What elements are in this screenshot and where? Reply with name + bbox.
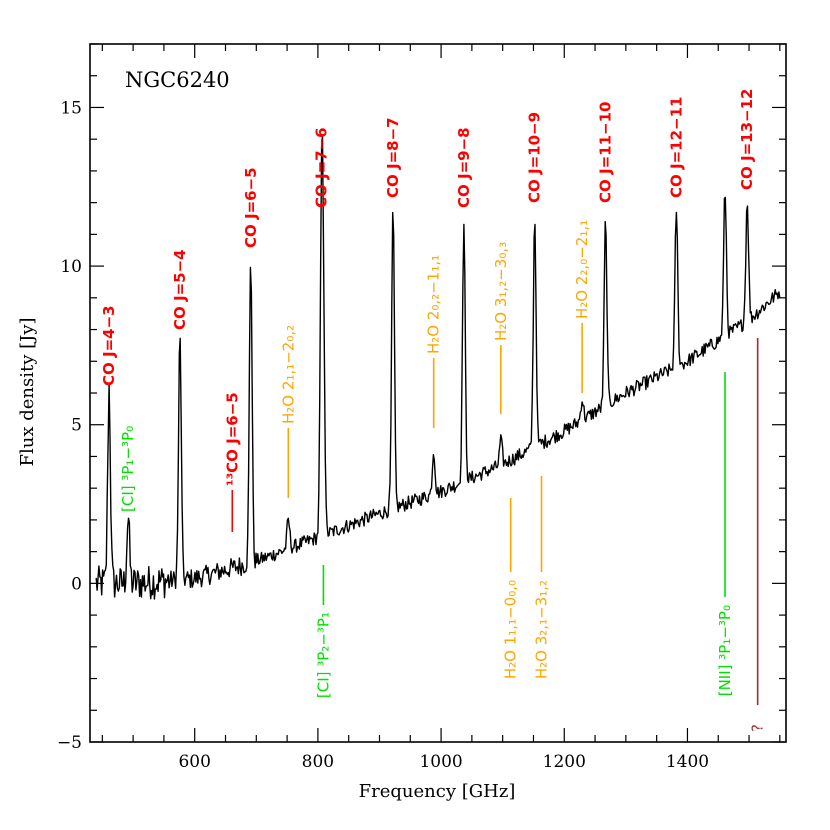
line-label-h2o_1113: H₂O 1₁,₁−0₀,₀ (502, 580, 520, 679)
line-labels: CO J=4−3 [CI] ³P₁−³P₀ CO J=5−4 ¹³CO J=6−5 CO… (100, 89, 767, 732)
line-label-co87: CO J=8−7 (384, 117, 402, 198)
line-label-co98: CO J=9−8 (455, 127, 473, 208)
line-label-h2o_1163: H₂O 3₂,₁−3₁,₂ (533, 580, 551, 679)
line-label-co1211: CO J=12−11 (667, 97, 685, 198)
x-tick-label: 1200 (543, 752, 586, 772)
line-label-co43: CO J=4−3 (100, 305, 118, 386)
y-tick-label: 10 (60, 257, 82, 277)
line-label-co54: CO J=5−4 (171, 249, 189, 330)
line-label-ci21: [CI] ³P₂−³P₁ (314, 612, 332, 698)
line-label-co76: CO J=7−6 (313, 127, 331, 208)
line-markers (231, 323, 759, 705)
spectrum (95, 134, 781, 600)
x-tick-label: 1400 (666, 752, 709, 772)
x-tick-label: 600 (178, 752, 210, 772)
line-label-13co65: ¹³CO J=6−5 (223, 392, 241, 486)
chart-title: NGC6240 (125, 68, 230, 92)
y-tick-label: 0 (71, 574, 82, 594)
line-label-ci10: [CI] ³P₁−³P₀ (119, 426, 137, 512)
y-tick-label: 15 (60, 98, 82, 118)
line-label-co1312: CO J=13−12 (738, 89, 756, 190)
axis-ticks: 600 800 1000 1200 1400 −5 0 5 10 15 (57, 43, 786, 772)
y-tick-label: −5 (57, 733, 82, 753)
line-label-co1110: CO J=11−10 (597, 102, 615, 203)
x-tick-label: 1000 (419, 752, 462, 772)
line-label-unknown: ? (749, 724, 767, 732)
x-tick-label: 800 (302, 752, 334, 772)
line-label-co109: CO J=10−9 (526, 112, 544, 203)
line-label-h2o_1229: H₂O 2₂,₀−2₁,₁ (573, 220, 591, 319)
line-label-h2o_1097: H₂O 3₁,₂−3₀,₃ (492, 242, 510, 341)
line-label-nii: [NII] ³P₁−³P₀ (716, 605, 734, 696)
line-label-h2o_752: H₂O 2₁,₁−2₀,₂ (279, 325, 297, 424)
line-label-co65: CO J=6−5 (242, 167, 260, 248)
x-axis-title: Frequency [GHz] (359, 781, 516, 802)
spectrum-line (95, 134, 781, 600)
y-tick-label: 5 (71, 416, 82, 436)
plot-frame (89, 43, 787, 743)
line-label-h2o_988: H₂O 2₀,₂−1₁,₁ (425, 255, 443, 354)
y-axis-title: Flux density [Jy] (17, 317, 38, 466)
